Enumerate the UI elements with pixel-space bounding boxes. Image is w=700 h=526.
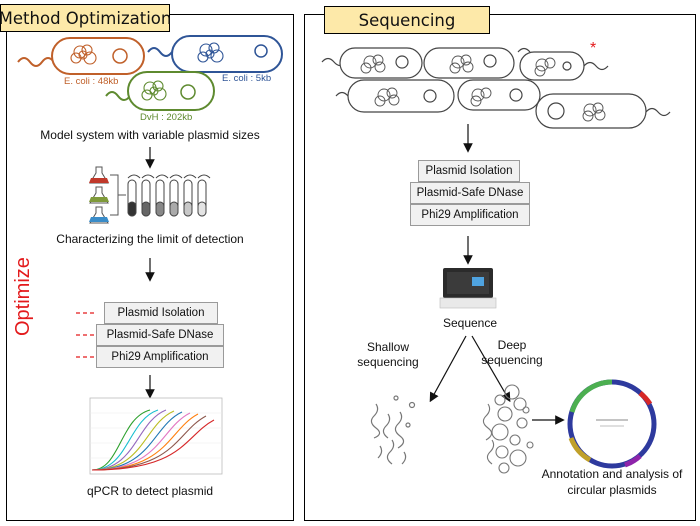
left-step-plasmid-safe-dnase: Plasmid-Safe DNase bbox=[96, 324, 224, 346]
method-optimization-title: Method Optimization bbox=[0, 4, 171, 32]
shallow-reads bbox=[370, 395, 416, 465]
model-system-caption: Model system with variable plasmid sizes bbox=[40, 128, 260, 142]
left-step-phi29-amplification: Phi29 Amplification bbox=[96, 346, 224, 368]
optimize-dashes bbox=[76, 312, 96, 358]
dilution-tubes bbox=[127, 174, 211, 217]
right-step-plasmid-isolation: Plasmid Isolation bbox=[418, 160, 520, 182]
right-step-phi29-amplification: Phi29 Amplification bbox=[410, 204, 530, 226]
limit-of-detection-caption: Characterizing the limit of detection bbox=[56, 232, 244, 246]
qpcr-amplification-plot bbox=[89, 397, 223, 475]
sequencer-icon bbox=[439, 268, 497, 309]
environmental-cells bbox=[321, 47, 671, 129]
dvh-202kb-label: DvH : 202kb bbox=[140, 112, 193, 123]
qpcr-caption: qPCR to detect plasmid bbox=[86, 484, 214, 498]
deep-sequencing-caption: Deep sequencing bbox=[481, 338, 543, 367]
shallow-sequencing-caption: Shallow sequencing bbox=[357, 340, 419, 369]
circular-plasmid-map bbox=[567, 379, 657, 469]
left-step-plasmid-isolation: Plasmid Isolation bbox=[104, 302, 218, 324]
flask-icons bbox=[89, 166, 126, 224]
ecoli-5kb-label: E. coli : 5kb bbox=[222, 73, 272, 84]
right-step-plasmid-safe-dnase: Plasmid-Safe DNase bbox=[410, 182, 530, 204]
highlight-asterisk: * bbox=[590, 40, 597, 57]
ecoli-48kb-cell bbox=[17, 37, 145, 75]
optimize-label: Optimize bbox=[12, 257, 34, 336]
annotation-caption: Annotation and analysis of circular plas… bbox=[541, 467, 683, 497]
sequencing-title: Sequencing bbox=[324, 6, 490, 34]
deep-reads bbox=[482, 384, 534, 474]
dvh-202kb-cell bbox=[105, 71, 215, 111]
sequence-caption: Sequence bbox=[442, 316, 498, 330]
ecoli-5kb-cell bbox=[147, 35, 283, 73]
ecoli-48kb-label: E. coli : 48kb bbox=[64, 76, 119, 87]
